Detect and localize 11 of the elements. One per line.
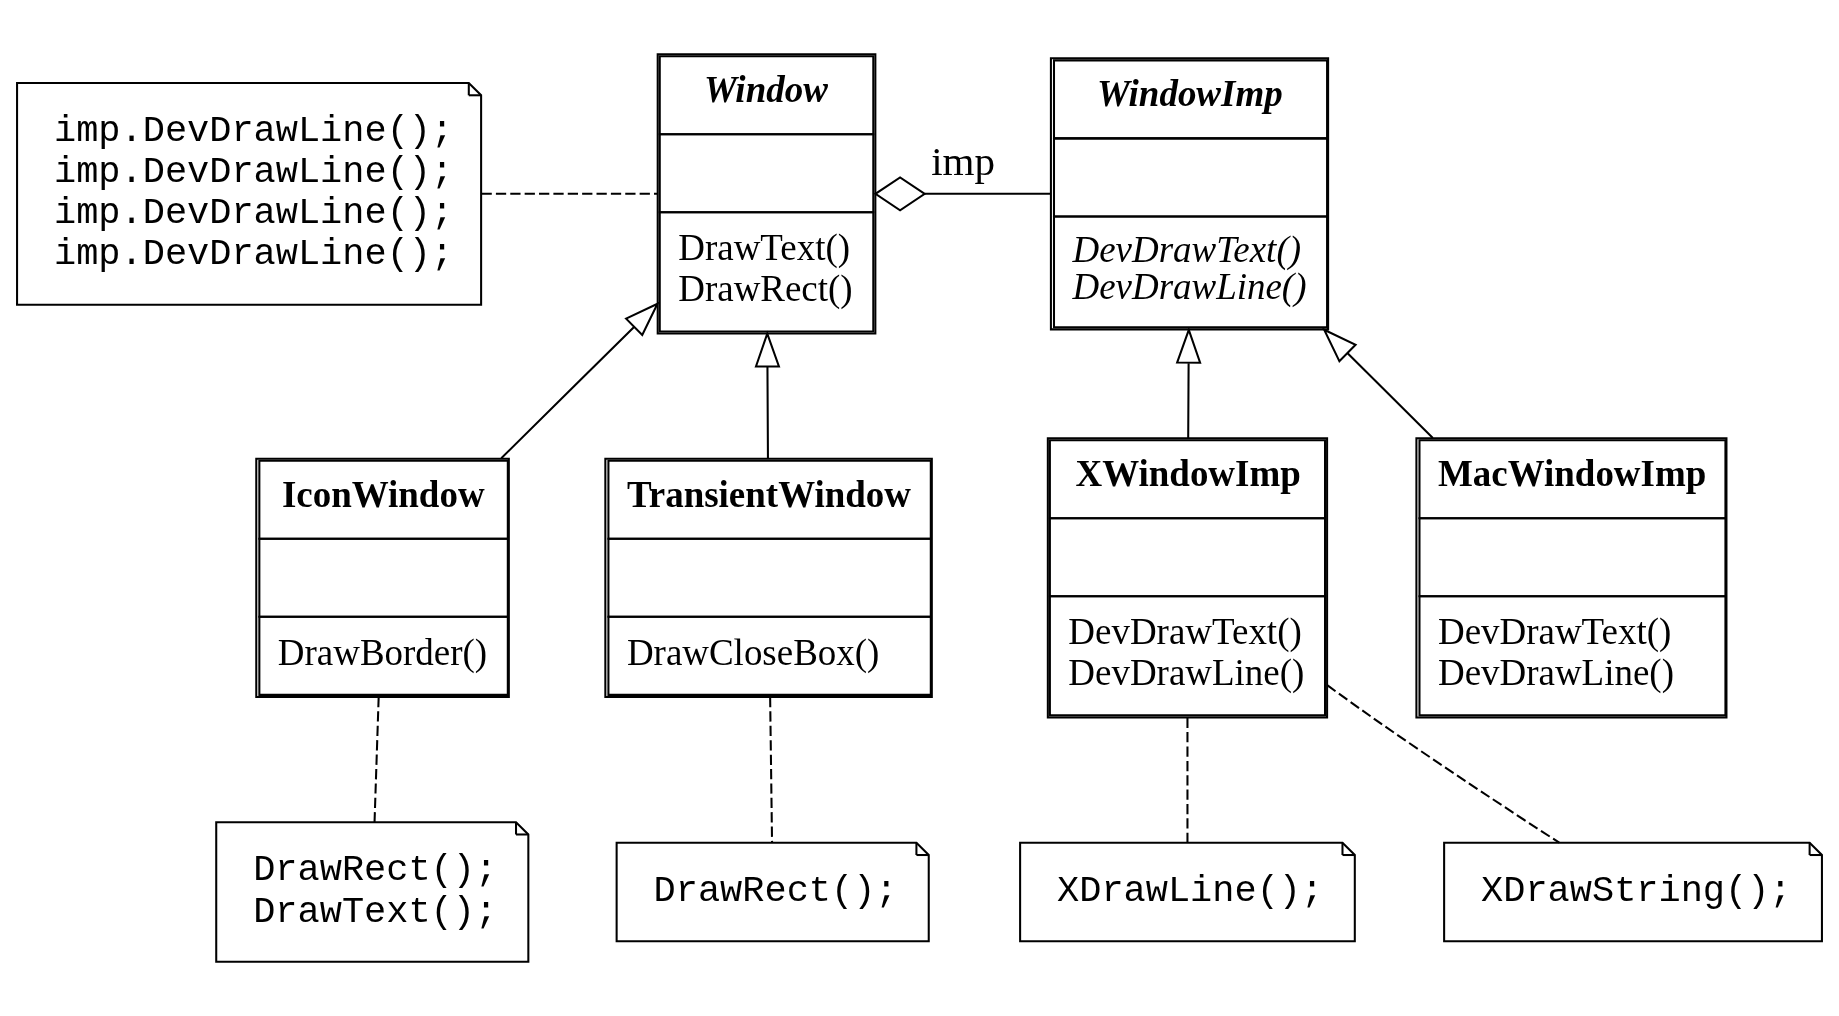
arrow	[1321, 327, 1434, 439]
connector	[373, 697, 380, 823]
connector	[1186, 717, 1189, 843]
arrow	[1175, 326, 1202, 438]
arrow	[500, 301, 660, 460]
connector	[1326, 684, 1560, 844]
connector	[769, 697, 774, 843]
edge-label: imp	[931, 138, 996, 185]
connector	[873, 176, 1051, 212]
arrow	[754, 330, 781, 459]
connector	[481, 192, 658, 195]
